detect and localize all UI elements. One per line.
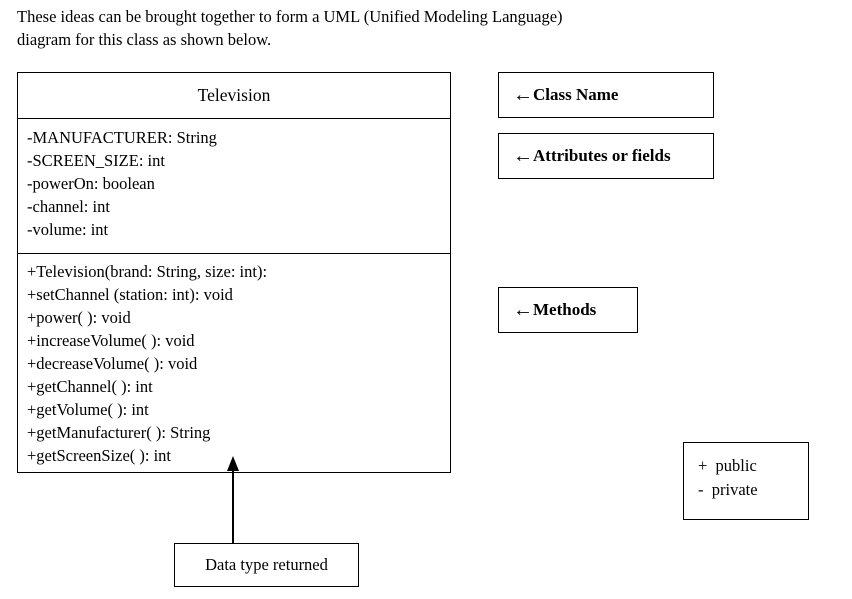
callout-data-type: Data type returned (174, 543, 359, 587)
methods-compartment: +Television(brand: String, size: int): +… (18, 254, 450, 472)
attribute-row: -volume: int (27, 220, 109, 239)
callout-attributes-label: Attributes or fields (533, 146, 671, 165)
callout-attributes: ← Attributes or fields (498, 133, 714, 179)
left-arrow-icon: ← (513, 299, 533, 321)
method-row: +Television(brand: String, size: int): (27, 262, 268, 281)
method-row: +getChannel( ): int (27, 377, 153, 396)
callout-methods: ← Methods (498, 287, 638, 333)
attributes-compartment: -MANUFACTURER: String -SCREEN_SIZE: int … (18, 119, 450, 254)
intro-paragraph: These ideas can be brought together to f… (17, 7, 563, 49)
attribute-row: -channel: int (27, 197, 110, 216)
callout-class-name-label: Class Name (533, 85, 619, 104)
method-row: +decreaseVolume( ): void (27, 354, 198, 373)
attribute-row: -powerOn: boolean (27, 174, 155, 193)
method-row: +setChannel (station: int): void (27, 285, 233, 304)
class-name-compartment: Television (18, 73, 450, 119)
callout-data-type-label: Data type returned (205, 555, 328, 574)
callout-class-name: ← Class Name (498, 72, 714, 118)
legend-row-public: + public (698, 456, 757, 475)
attribute-row: -MANUFACTURER: String (27, 128, 217, 147)
method-row: +power( ): void (27, 308, 131, 327)
left-arrow-icon: ← (513, 145, 533, 167)
uml-class-box: Television -MANUFACTURER: String -SCREEN… (17, 72, 451, 473)
attribute-row: -SCREEN_SIZE: int (27, 151, 165, 170)
visibility-legend-box: + public - private (683, 442, 809, 520)
callout-methods-label: Methods (533, 300, 597, 319)
legend-row-private: - private (698, 480, 758, 499)
left-arrow-icon: ← (513, 84, 533, 106)
method-row: +increaseVolume( ): void (27, 331, 195, 350)
method-row: +getManufacturer( ): String (27, 423, 211, 442)
method-row: +getScreenSize( ): int (27, 446, 172, 465)
method-row: +getVolume( ): int (27, 400, 149, 419)
leader-arrow-icon (227, 456, 239, 545)
class-name-text: Television (197, 85, 271, 105)
